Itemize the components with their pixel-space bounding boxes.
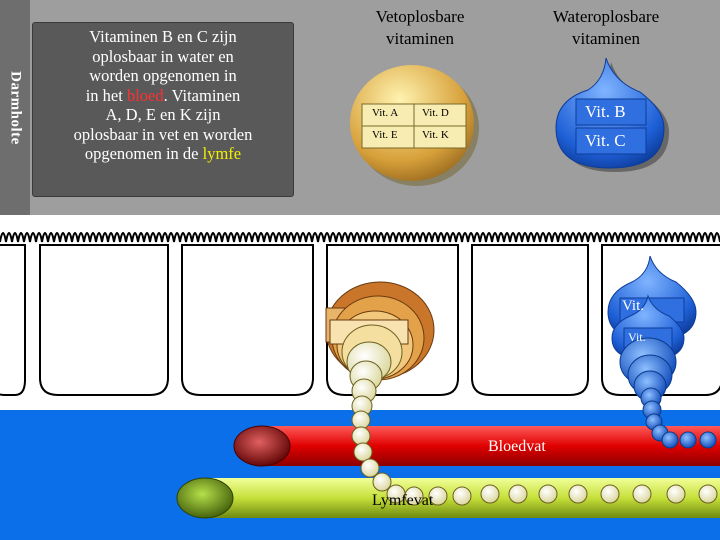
vitamin-c-label: Vit. C <box>585 131 626 151</box>
absorbing-vitamin-label: Vit. <box>628 330 646 345</box>
blood-vessel-label: Bloedvat <box>488 438 546 456</box>
blood-vessel <box>234 426 720 466</box>
vitamin-a-label: Vit. A <box>372 107 398 119</box>
vitamin-e-label: Vit. E <box>372 129 398 141</box>
vitamin-b-label: Vit. B <box>585 102 626 122</box>
villus-cell <box>182 245 313 395</box>
absorbing-vitamin-label: Vit. <box>622 298 644 315</box>
lymph-vessel-label: Lymfevat <box>372 492 433 510</box>
villus-cell <box>40 245 168 395</box>
fat-droplet <box>350 65 479 186</box>
vitamin-d-label: Vit. D <box>422 107 449 119</box>
villus-cell <box>472 245 588 395</box>
villus-cell <box>0 245 25 395</box>
microvilli-border <box>0 233 720 242</box>
vitamin-k-label: Vit. K <box>422 129 449 141</box>
